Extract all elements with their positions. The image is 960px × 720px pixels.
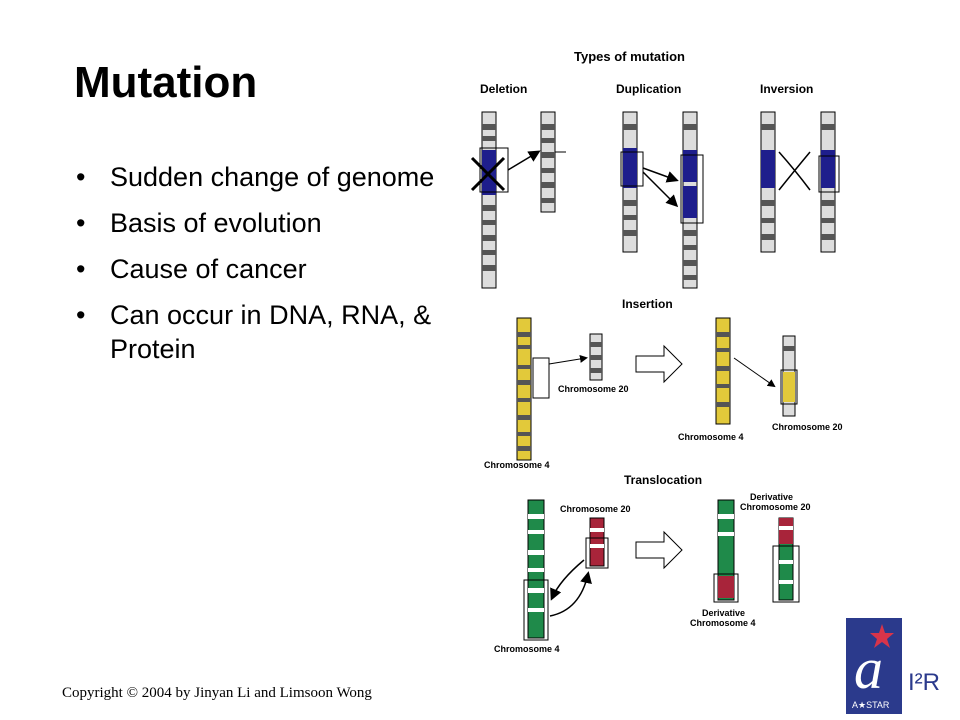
astar-i2r-logo: a A★STAR I²R [846,618,940,714]
bullet-item: Can occur in DNA, RNA, & Protein [74,298,474,366]
insertion-result-box [780,369,798,405]
translocation-arrow-down [550,559,585,601]
diagram-title: Types of mutation [574,49,685,64]
inversion-box [818,155,840,193]
translocation-deriv20-label-b: Chromosome 20 [740,502,811,512]
inversion-cross-arrows [778,151,811,191]
insertion-arrow [548,355,588,365]
duplication-arrow-a [642,167,679,183]
duplication-result-chromosome [682,111,698,289]
insertion-result-arrow [733,357,776,388]
bullet-item: Basis of evolution [74,206,474,240]
label-inversion: Inversion [760,82,813,96]
insertion-chromosome-4 [516,317,532,461]
translocation-box-chr20 [585,537,609,569]
duplication-original-chromosome [622,111,638,253]
translocation-process-arrow [635,530,683,570]
logo-star-icon [870,624,894,648]
translocation-result-box-4 [713,573,739,603]
insertion-result-chromosome-20 [782,335,796,417]
translocation-chr4-label: Chromosome 4 [494,644,560,654]
translocation-chromosome-4 [527,499,545,639]
copyright-footer: Copyright © 2004 by Jinyan Li and Limsoo… [62,685,372,701]
insertion-result-chromosome-4 [715,317,731,425]
insertion-chr4-after-label: Chromosome 4 [678,432,744,442]
label-insertion: Insertion [622,297,673,311]
inversion-result-chromosome [820,111,836,253]
translocation-arrow-up [549,571,592,617]
translocation-chr20-label: Chromosome 20 [560,504,631,514]
logo-org: A★STAR [852,700,890,710]
translocation-derivative-chromosome-20 [778,517,794,601]
duplication-arrow-b [642,171,679,208]
deletion-original-chromosome [481,111,497,289]
label-duplication: Duplication [616,82,681,96]
slide-title: Mutation [74,58,258,107]
logo-brand: I²R [908,669,940,696]
bullet-item: Cause of cancer [74,252,474,286]
translocation-deriv4-label-b: Chromosome 4 [690,618,756,628]
insertion-chromosome-20 [589,333,603,381]
deletion-result-chromosome [540,111,556,213]
translocation-deriv4-label-a: Derivative [702,608,745,618]
deletion-arrow [507,150,541,171]
bullet-item: Sudden change of genome [74,160,474,194]
label-translocation: Translocation [624,473,702,487]
duplication-box [620,151,644,187]
insertion-box [532,357,550,399]
logo-letter: a [854,636,883,701]
inversion-original-chromosome [760,111,776,253]
translocation-result-box-20 [772,545,800,603]
translocation-chromosome-20 [589,517,605,567]
deletion-cross-mark [470,156,506,192]
insertion-chr4-label: Chromosome 4 [484,460,550,470]
duplication-result-box [680,154,704,224]
label-deletion: Deletion [480,82,527,96]
bullet-list: Sudden change of genome Basis of evoluti… [74,160,474,378]
insertion-process-arrow [635,344,683,384]
translocation-derivative-chromosome-4 [717,499,735,601]
translocation-deriv20-label-a: Derivative [750,492,793,502]
mutation-types-diagram: Types of mutation Deletion Duplication I… [470,49,843,654]
translocation-box-chr4 [523,579,549,641]
insertion-chr20-label: Chromosome 20 [558,384,629,394]
insertion-chr20-after-label: Chromosome 20 [772,422,843,432]
